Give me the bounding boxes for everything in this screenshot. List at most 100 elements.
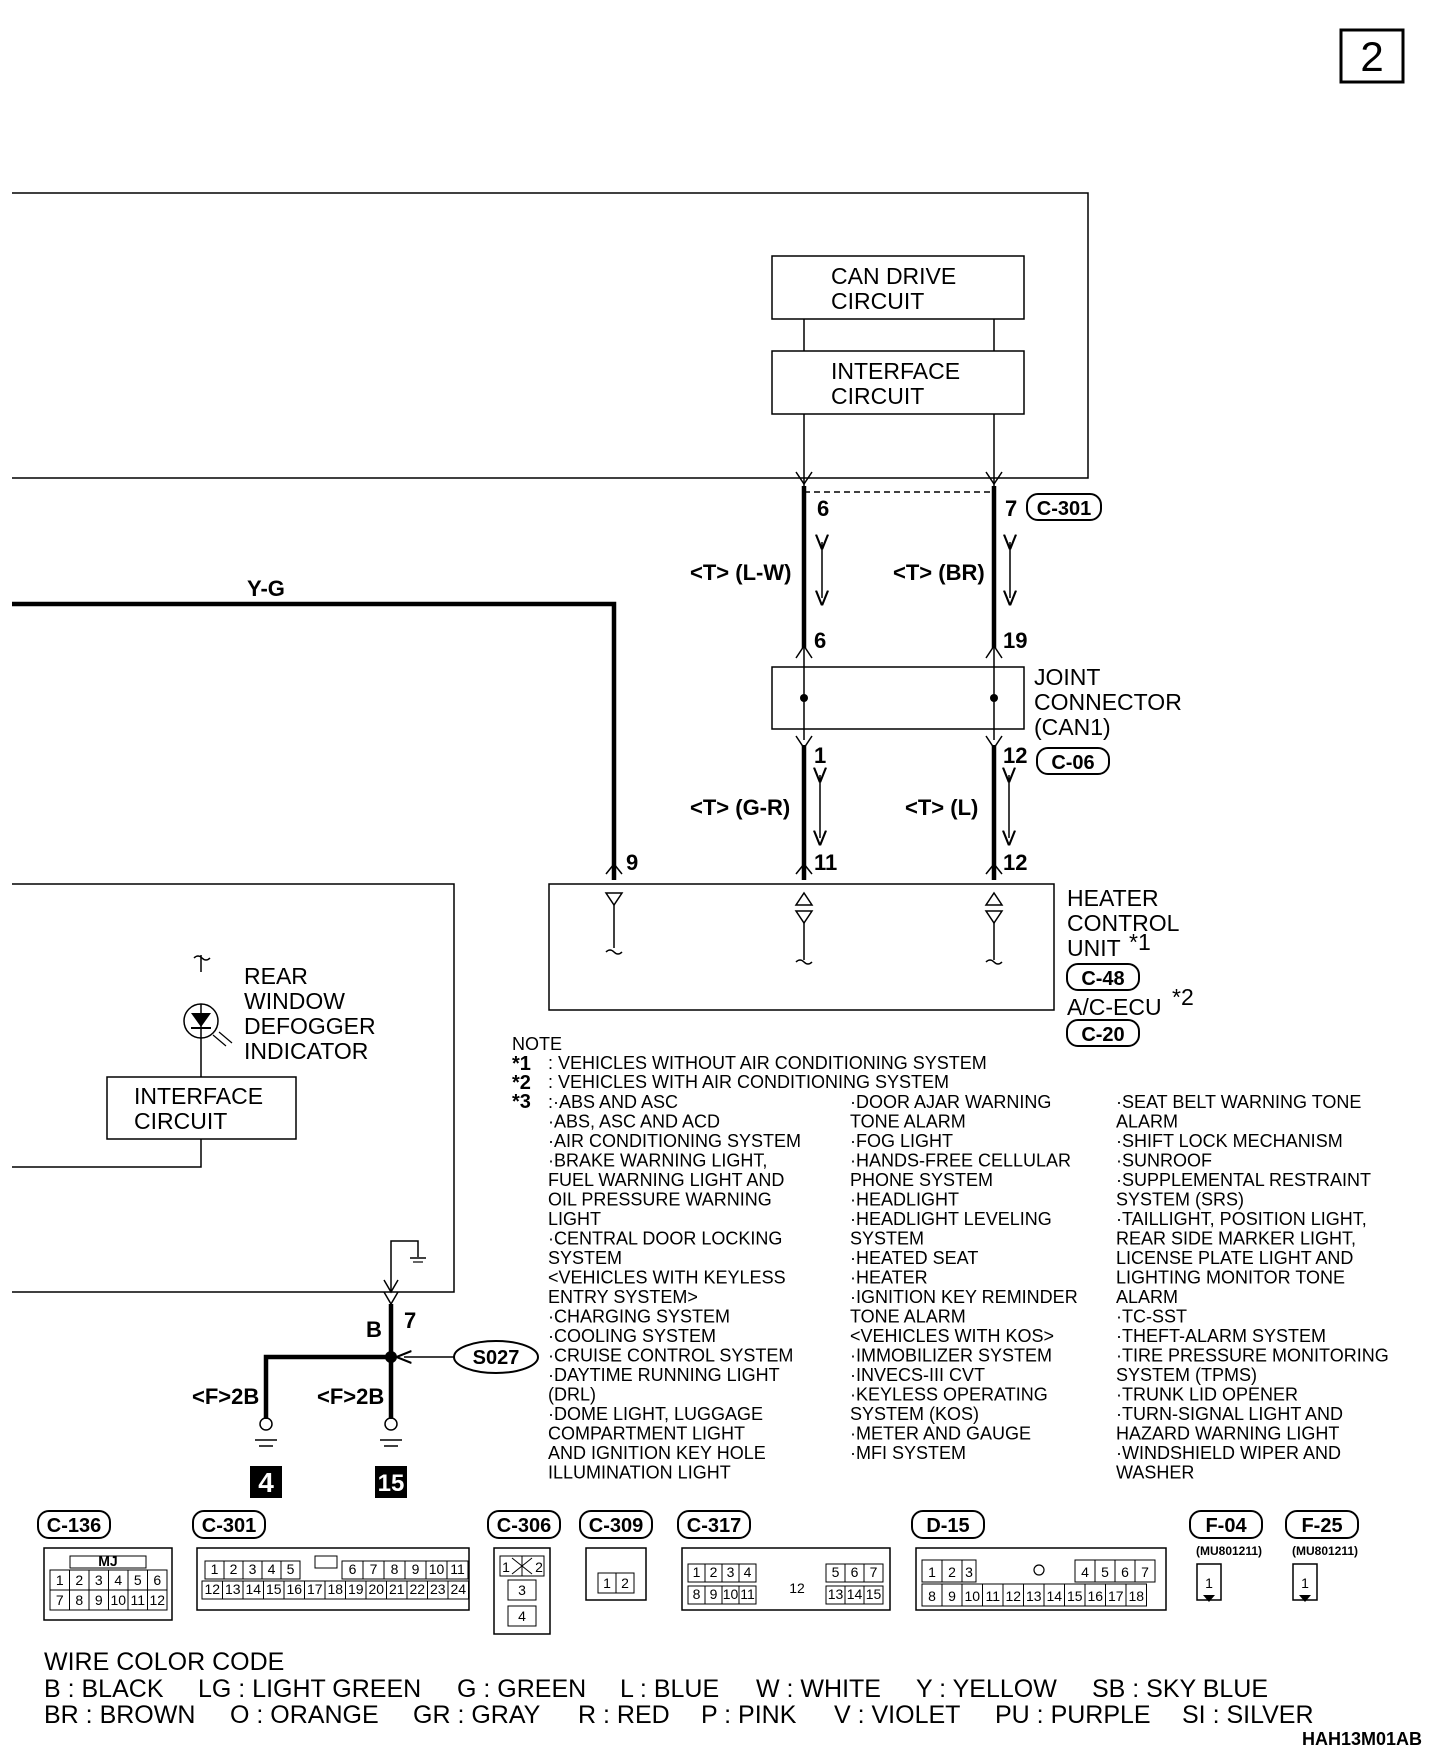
joint-connector-label-1: JOINT — [1034, 664, 1100, 690]
note-col1-line: ·DAYTIME RUNNING LIGHT — [548, 1365, 780, 1385]
note-col1-line: ·CHARGING SYSTEM — [548, 1307, 730, 1327]
heater-control-unit-label-2: CONTROL — [1067, 910, 1180, 936]
wire-color-code-entry: BR : BROWN — [44, 1701, 195, 1729]
note-col1-line: OIL PRESSURE WARNING — [548, 1190, 772, 1210]
page-number-box — [1339, 28, 1405, 84]
ground-15-badge — [375, 1466, 407, 1498]
ground-4-badge — [250, 1466, 282, 1498]
ground-15-number: 15 — [378, 1470, 405, 1497]
note-col1-line: ·CENTRAL DOOR LOCKING — [548, 1229, 782, 1249]
c301-pins-pin: 6 — [349, 1561, 357, 1577]
note-col3-line: SYSTEM (TPMS) — [1116, 1365, 1257, 1385]
note-column-2: ·DOOR AJAR WARNING TONE ALARM·FOG LIGHT·… — [850, 1092, 1078, 1463]
star2-marker: *2 — [1172, 984, 1194, 1010]
note-col1-line: ·DOME LIGHT, LUGGAGE — [548, 1404, 763, 1424]
s027-splice-tag: S027 — [473, 1347, 520, 1369]
note-col1-line: ENTRY SYSTEM> — [548, 1287, 698, 1307]
c301-pins-pin: 16 — [286, 1581, 302, 1597]
c317-pins-pin: 11 — [740, 1586, 755, 1602]
d15-label: D-15 — [926, 1515, 969, 1537]
note-col1-line: (DRL) — [548, 1385, 596, 1405]
note-column-1: :·ABS AND ASC·ABS, ASC AND ACD·AIR CONDI… — [548, 1092, 801, 1483]
wire-color-code-entry: PU : PURPLE — [995, 1701, 1151, 1729]
c301-pins-pin: 2 — [230, 1561, 238, 1577]
wire-color-code-entry: V : VIOLET — [834, 1701, 960, 1729]
c301-pins-pin: 14 — [245, 1581, 261, 1597]
c301-pins-pin: 10 — [429, 1561, 445, 1577]
c06-connector-tag: C-06 — [1051, 752, 1094, 774]
c301-pins-pin: 8 — [391, 1561, 399, 1577]
ac-ecu-label: A/C-ECU — [1067, 994, 1162, 1020]
interface-circuit-left-label-2: CIRCUIT — [134, 1108, 227, 1134]
c136-pins-pin: 6 — [153, 1572, 161, 1588]
note-col3-line: WASHER — [1116, 1463, 1194, 1483]
meter-frame-left — [12, 883, 455, 1293]
note-col2-line: <VEHICLES WITH KOS> — [850, 1326, 1054, 1346]
c301-pins-pin: 19 — [348, 1581, 364, 1597]
note-col1-line: ·BRAKE WARNING LIGHT, — [548, 1151, 767, 1171]
c317-pins-pin: 8 — [693, 1586, 701, 1602]
d15-pins-pin: 10 — [964, 1588, 980, 1604]
rear-window-label-2: WINDOW — [244, 988, 345, 1014]
ecu-frame-top — [12, 192, 1089, 479]
note-col2-line: SYSTEM (KOS) — [850, 1404, 979, 1424]
d15-pins-pin: 2 — [948, 1564, 956, 1580]
wire-color-code-entry: P : PINK — [701, 1701, 797, 1729]
d15-pins-pin: 8 — [928, 1588, 936, 1604]
note-col3-line: SYSTEM (SRS) — [1116, 1190, 1244, 1210]
page-number: 2 — [1360, 33, 1383, 80]
note-col2-line: ·INVECS-III CVT — [850, 1365, 985, 1385]
note-col3-line: HAZARD WARNING LIGHT — [1116, 1424, 1339, 1444]
c309-pins-pin: 1 — [603, 1575, 611, 1591]
c301-pins-pin: 4 — [268, 1561, 276, 1577]
wire-color-code-entry: LG : LIGHT GREEN — [198, 1675, 421, 1703]
c317-pins-pin: 3 — [727, 1564, 735, 1580]
c48-connector-tag-box — [1066, 963, 1140, 991]
c301-pins-pin: 12 — [204, 1581, 220, 1597]
f25-part: (MU801211) — [1292, 1544, 1358, 1558]
d15-pins-pin: 12 — [1005, 1588, 1021, 1604]
note-col2-line: ·HEADLIGHT LEVELING — [850, 1209, 1052, 1229]
note-heading: NOTE — [512, 1034, 562, 1054]
note-col3-line: ALARM — [1116, 1287, 1178, 1307]
ground-4-number: 4 — [258, 1467, 274, 1498]
wire-t-gr: <T> (G-R) — [690, 795, 790, 820]
joint-connector-label-2: CONNECTOR — [1034, 689, 1182, 715]
can-drive-circuit-box — [771, 255, 1025, 320]
svg-text:*1: *1 — [512, 1053, 531, 1075]
d15-pins-pin: 4 — [1081, 1564, 1089, 1580]
pin-7-ground: 7 — [404, 1308, 416, 1333]
note-col2-line: ·KEYLESS OPERATING — [850, 1385, 1048, 1405]
c317-center-pin: 12 — [789, 1580, 805, 1596]
c301-pins-pin: 7 — [370, 1561, 378, 1577]
note-col2-line: TONE ALARM — [850, 1112, 966, 1132]
joint-connector-label-3: (CAN1) — [1034, 714, 1111, 740]
note-col3-line: ·TC-SST — [1116, 1307, 1187, 1327]
pin-9: 9 — [626, 850, 638, 875]
c136-tag: MJ — [98, 1553, 117, 1569]
c136-pins-pin: 4 — [114, 1572, 122, 1588]
c317-pins-pin: 5 — [832, 1564, 840, 1580]
c301-pins-pin: 11 — [450, 1561, 465, 1577]
c317-pins-pin: 14 — [847, 1586, 863, 1602]
can-drive-circuit-label-1: CAN DRIVE — [831, 263, 956, 289]
note-col2-line: TONE ALARM — [850, 1307, 966, 1327]
note-col2-line: ·FOG LIGHT — [850, 1131, 953, 1151]
c20-connector-tag-box — [1066, 1019, 1140, 1047]
pin-12-mid: 12 — [1003, 743, 1027, 768]
wire-f2b-left: <F>2B — [192, 1384, 259, 1409]
c301-connector-tag-box — [1026, 493, 1102, 521]
rear-window-label-3: DEFOGGER — [244, 1013, 376, 1039]
note-col2-line: ·DOOR AJAR WARNING — [850, 1092, 1051, 1112]
note-col2-line: ·HANDS-FREE CELLULAR — [850, 1151, 1071, 1171]
wire-color-code-entry: SB : SKY BLUE — [1092, 1675, 1268, 1703]
c20-connector-tag: C-20 — [1081, 1024, 1124, 1046]
c301-pins-pin: 9 — [412, 1561, 420, 1577]
note-col3-line: ·TIRE PRESSURE MONITORING — [1116, 1346, 1389, 1366]
interface-circuit-top-box — [771, 350, 1025, 415]
note-col3-line: ·SUNROOF — [1116, 1151, 1212, 1171]
c306-pin: 2 — [535, 1559, 543, 1575]
c48-connector-tag: C-48 — [1081, 968, 1124, 990]
d15-pins-pin: 15 — [1067, 1588, 1083, 1604]
